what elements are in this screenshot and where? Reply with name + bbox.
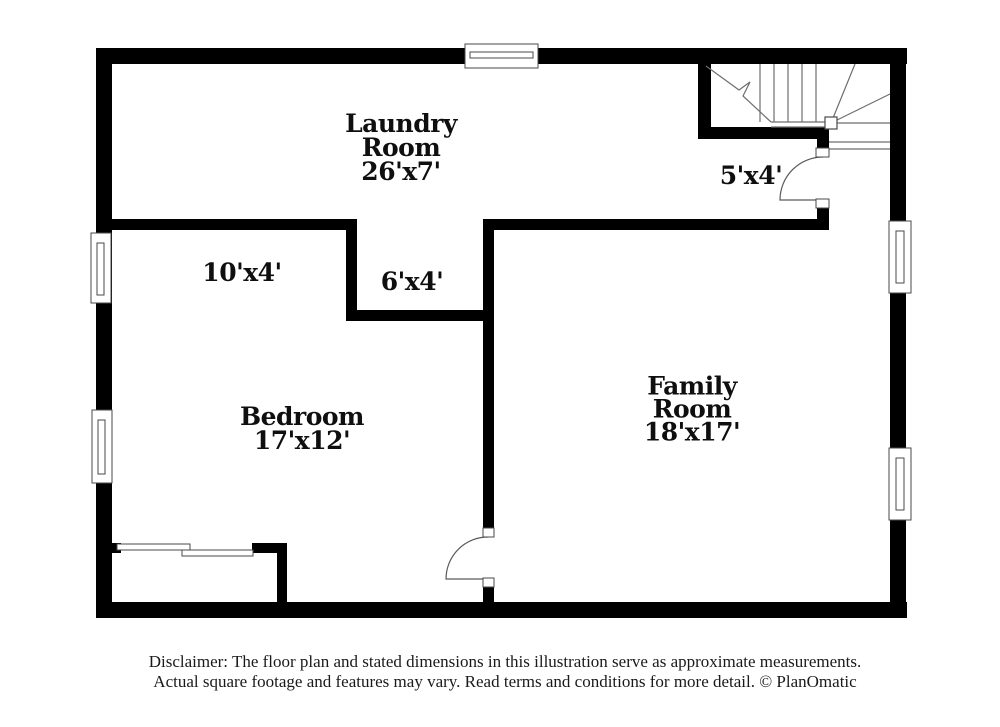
window-right-upper [888,220,912,294]
room-dims: 26'x7' [361,157,441,186]
door-jamb [482,577,495,588]
room-dims: 6'x4' [380,267,444,296]
wall-hall-door-stub-top [817,138,829,150]
wall-exterior-left [96,48,112,618]
wall-nook-left [346,219,357,321]
stair-winder-line [830,93,891,124]
wall-bedroom-family-upper [483,219,494,528]
door-jamb [482,527,495,538]
sliding-door-panel [181,549,254,557]
window-right-lower-sash [895,457,905,511]
room-dims: 17'x12' [253,426,351,455]
window-top [464,43,539,69]
door-jambs [482,147,830,588]
window-right-upper-sash [895,230,905,284]
disclaimer-text: Disclaimer: The floor plan and stated di… [0,652,1000,691]
room-dims: 5'x4' [719,161,783,190]
room-name-line: Room [652,394,732,424]
door-swing-hall [779,156,824,201]
room-label-family: Family Room 18'x17' [643,371,741,447]
dims-label-hall: 5'x4' [719,161,783,190]
door-swing-bedroom [445,536,489,580]
doors [445,156,824,580]
room-dims: 18'x17' [643,417,741,447]
door-jamb [815,147,830,158]
window-left-lower-sash [97,419,106,475]
wall-stair-left [698,55,711,138]
room-name-line: Laundry [345,109,457,138]
wall-hall-door-stub-bottom [817,207,829,230]
wall-nook-bottom [346,310,494,321]
wall-stair-bottom [698,127,829,139]
wall-bedroom-family-lower [483,587,494,610]
room-label-laundry: Laundry Room 26'x7' [345,109,457,186]
room-label-bedroom: Bedroom 17'x12' [240,402,365,455]
stair-break-line [705,65,772,123]
room-name-line: Family [647,371,737,401]
wall-laundry-family [483,219,829,230]
window-top-sash [469,51,534,59]
stair-winder-line [830,63,856,124]
room-name-line: Bedroom [240,402,365,431]
staircase [705,63,891,150]
dims-label-nook: 6'x4' [380,267,444,296]
window-left-upper-sash [96,242,105,296]
dims-label-alcove: 10'x4' [202,258,282,287]
closet-sliding-doors [116,543,254,557]
disclaimer-line-2: Actual square footage and features may v… [153,671,857,691]
window-left-upper [90,232,112,304]
room-name-line: Room [361,133,441,162]
wall-exterior-bottom [96,602,907,618]
window-left-lower [91,409,113,484]
wall-exterior-right [890,48,906,618]
window-right-lower [888,447,912,521]
disclaimer-line-1: Disclaimer: The floor plan and stated di… [148,652,862,671]
door-jamb [815,198,830,209]
wall-laundry-bedroom [96,219,348,230]
wall-closet-top-right [252,543,287,553]
walls [96,48,907,618]
wall-closet-right [277,543,287,610]
stair-newel-post [824,116,838,130]
windows [90,43,912,521]
room-dims: 10'x4' [202,258,282,287]
sliding-door-panel [116,543,191,551]
